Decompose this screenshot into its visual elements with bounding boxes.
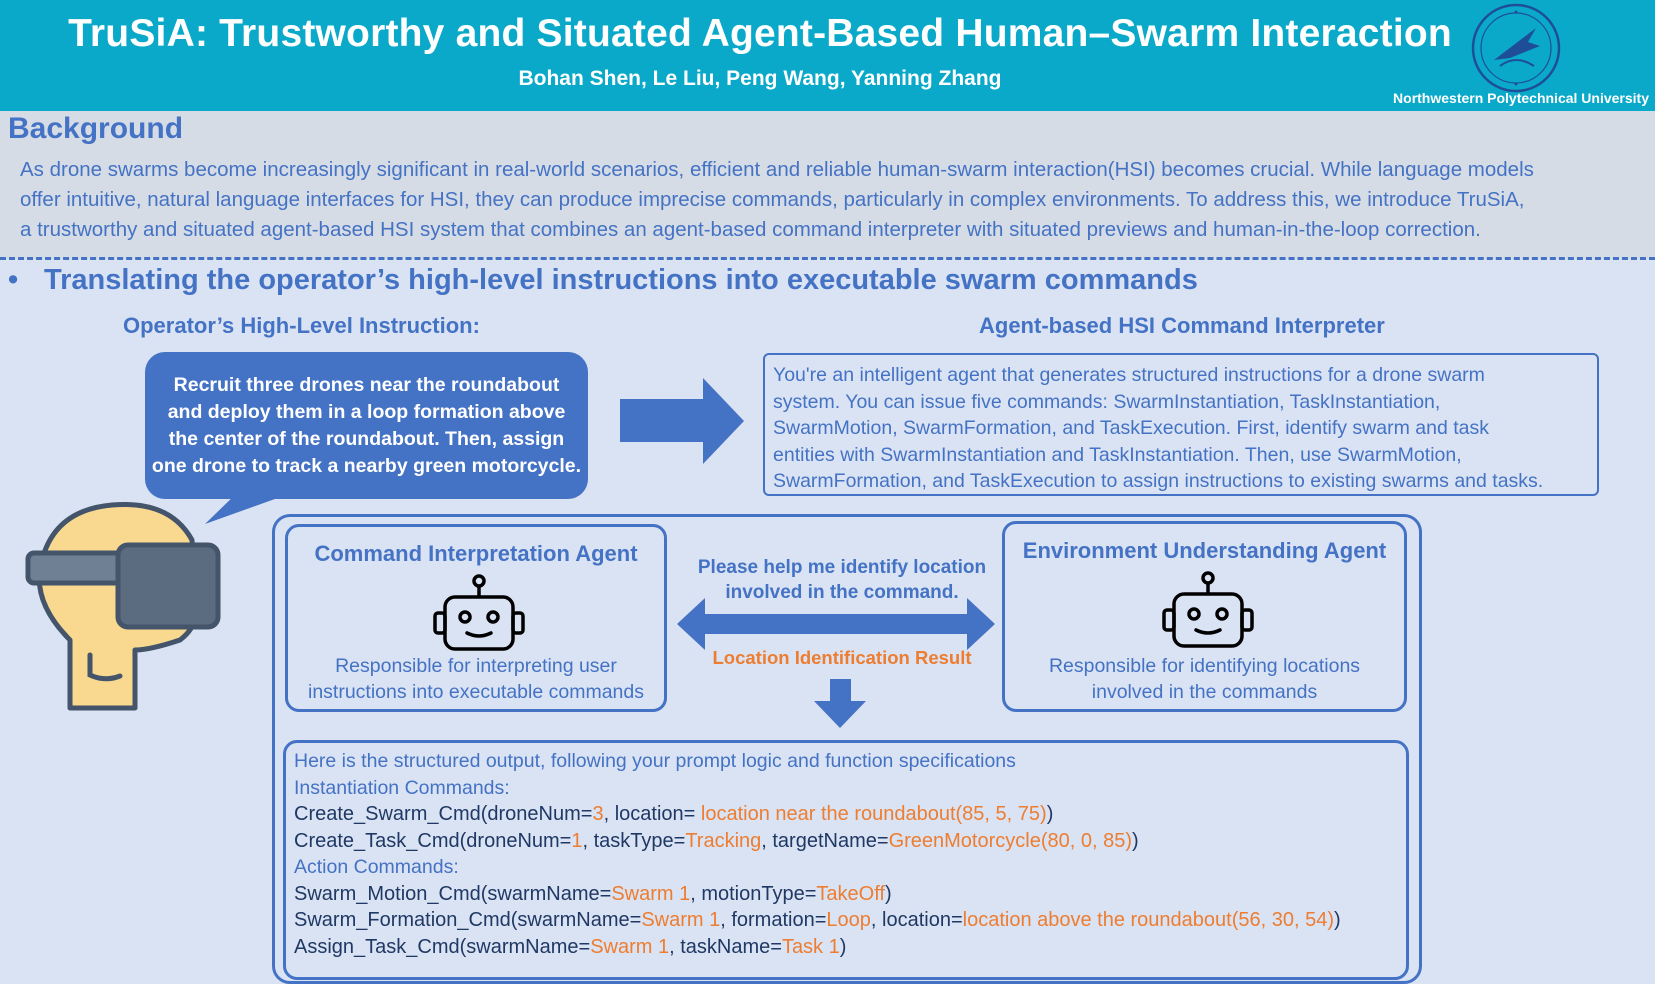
background-line: As drone swarms become increasingly sign… — [20, 158, 1534, 181]
cmd-text: Create_Swarm_Cmd(droneNum= — [294, 803, 593, 825]
cmd-text: ) — [1046, 803, 1054, 825]
operator-heading: Operator’s High-Level Instruction: — [123, 313, 480, 338]
section-heading: • Translating the operator’s high-level i… — [8, 264, 1198, 297]
robot-icon — [1162, 571, 1254, 648]
cmd-value: Tracking — [685, 829, 762, 852]
agent-description: Responsible for identifying locations in… — [1005, 653, 1404, 705]
prompt-line: system. You can issue five commands: Swa… — [773, 390, 1441, 413]
instruction-line: the center of the roundabout. Then, assi… — [168, 428, 565, 450]
agent-description: Responsible for interpreting user instru… — [288, 653, 664, 705]
structured-output-box: Here is the structured output, following… — [283, 740, 1409, 980]
robot-icon — [433, 574, 525, 651]
environment-understanding-agent: Environment Understanding Agent Responsi… — [1002, 521, 1407, 712]
prompt-line: SwarmFormation, and TaskExecution to ass… — [773, 470, 1544, 492]
double-arrow-icon — [677, 598, 995, 650]
agent-title: Environment Understanding Agent — [1022, 538, 1387, 563]
command-interpretation-agent: Command Interpretation Agent Responsible… — [285, 524, 667, 712]
cmd-text: , taskName= — [669, 935, 782, 958]
interpreter-prompt-box: You're an intelligent agent that generat… — [763, 353, 1599, 496]
cmd-value: location above the roundabout(56, 30, 54… — [962, 909, 1335, 931]
cmd-text: , motionType= — [690, 882, 817, 905]
cmd-value: GreenMotorcycle(80, 0, 85) — [888, 829, 1132, 852]
cmd-value: Task 1 — [781, 935, 840, 958]
cmd-text: , targetName= — [761, 829, 889, 852]
location-request-text: Please help me identify location involve… — [672, 555, 1012, 605]
cmd-text: , location= — [603, 803, 701, 825]
cmd-text: , location= — [870, 909, 963, 931]
university-logo — [1471, 3, 1561, 93]
instruction-line: Recruit three drones near the roundabout — [173, 374, 560, 396]
interpreter-heading: Agent-based HSI Command Interpreter — [979, 313, 1385, 338]
background-heading: Background — [8, 112, 184, 145]
vr-headset-person-icon — [25, 501, 221, 711]
prompt-line: entities with SwarmInstantiation and Tas… — [773, 443, 1462, 466]
background-line: a trustworthy and situated agent-based H… — [20, 218, 1481, 241]
right-arrow-icon — [620, 378, 744, 464]
cmd-text: ) — [884, 882, 892, 905]
cmd-text: , taskType= — [582, 829, 686, 852]
cmd-value: location near the roundabout(85, 5, 75) — [700, 803, 1047, 825]
background-line: offer intuitive, natural language interf… — [20, 188, 1525, 211]
down-arrow-icon — [814, 679, 866, 728]
cmd-value: Swarm 1 — [611, 882, 691, 905]
cmd-value: Loop — [826, 909, 871, 931]
request-line: involved in the command. — [725, 582, 959, 603]
prompt-line: You're an intelligent agent that generat… — [773, 364, 1485, 386]
command-line-create-swarm: Create_Swarm_Cmd(droneNum=3, location= l… — [294, 801, 1398, 828]
cmd-value: 3 — [592, 803, 604, 825]
prompt-line: SwarmMotion, SwarmFormation, and TaskExe… — [773, 417, 1489, 439]
agent-desc-line: instructions into executable commands — [307, 681, 644, 703]
cmd-text: Swarm_Formation_Cmd(swarmName= — [294, 909, 642, 931]
poster-header: TruSiA: Trustworthy and Situated Agent-B… — [0, 0, 1655, 111]
agent-desc-line: Responsible for interpreting user — [335, 655, 617, 677]
instantiation-heading: Instantiation Commands: — [294, 776, 510, 799]
action-heading: Action Commands: — [294, 856, 459, 878]
bullet-marker: • — [8, 264, 19, 296]
cmd-text: ) — [1132, 829, 1139, 852]
cmd-text: Assign_Task_Cmd(swarmName= — [294, 935, 591, 958]
command-line-swarm-motion: Swarm_Motion_Cmd(swarmName=Swarm 1, moti… — [294, 881, 1398, 908]
instruction-line: one drone to track a nearby green motorc… — [151, 455, 582, 477]
background-text: As drone swarms become increasingly sign… — [20, 155, 1650, 245]
cmd-text: , formation= — [720, 909, 827, 931]
request-line: Please help me identify location — [697, 557, 987, 578]
cmd-text: Swarm_Motion_Cmd(swarmName= — [294, 882, 612, 905]
command-line-swarm-formation: Swarm_Formation_Cmd(swarmName=Swarm 1, f… — [294, 907, 1398, 934]
cmd-value: TakeOff — [816, 882, 885, 905]
cmd-text: ) — [1334, 909, 1341, 931]
location-result-label: Location Identification Result — [712, 647, 972, 668]
cmd-text: ) — [839, 935, 847, 958]
agent-title: Command Interpretation Agent — [314, 541, 638, 566]
agent-desc-line: involved in the commands — [1091, 681, 1318, 703]
cmd-value: Swarm 1 — [590, 935, 670, 958]
agent-desc-line: Responsible for identifying locations — [1048, 655, 1361, 677]
cmd-value: 1 — [571, 829, 583, 852]
cmd-text: Create_Task_Cmd(droneNum= — [294, 829, 572, 852]
poster-title: TruSiA: Trustworthy and Situated Agent-B… — [68, 12, 1452, 55]
command-line-create-task: Create_Task_Cmd(droneNum=1, taskType=Tra… — [294, 828, 1398, 855]
output-intro: Here is the structured output, following… — [294, 750, 1016, 772]
cmd-value: Swarm 1 — [641, 909, 721, 931]
poster-authors: Bohan Shen, Le Liu, Peng Wang, Yanning Z… — [518, 67, 1002, 90]
command-line-assign-task: Assign_Task_Cmd(swarmName=Swarm 1, taskN… — [294, 934, 1398, 961]
section-heading-text: Translating the operator’s high-level in… — [44, 264, 1198, 296]
instruction-line: and deploy them in a loop formation abov… — [167, 401, 566, 423]
operator-instruction-bubble: Recruit three drones near the roundabout… — [145, 352, 588, 499]
section-divider — [0, 257, 1655, 260]
background-band — [0, 111, 1655, 259]
university-name: Northwestern Polytechnical University — [1393, 90, 1649, 106]
